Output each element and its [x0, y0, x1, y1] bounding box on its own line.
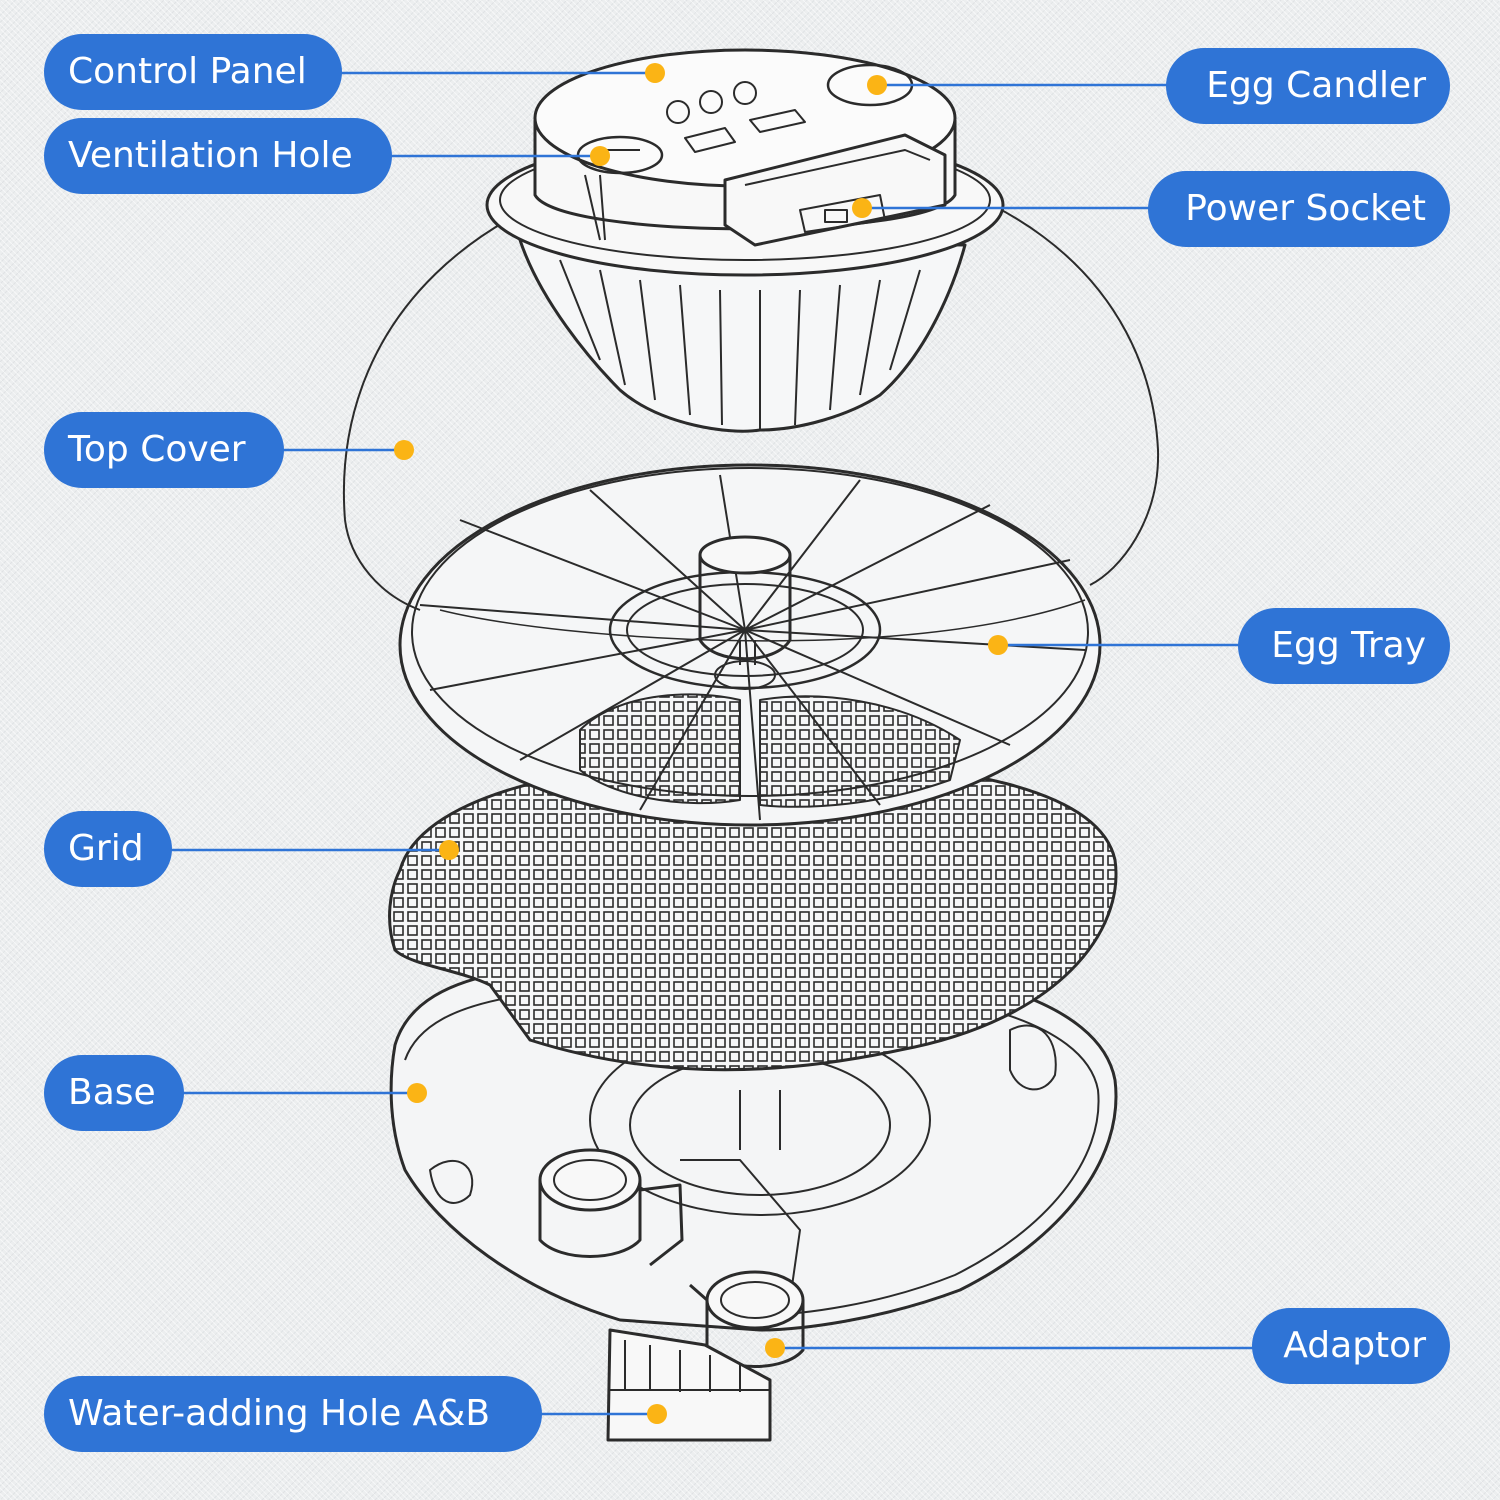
label-egg-tray: Egg Tray — [1238, 608, 1450, 684]
grid-illustration — [388, 758, 1118, 1072]
label-egg-candler: Egg Candler — [1166, 48, 1450, 124]
ventilation-hole-marker — [590, 146, 610, 166]
top-cover-marker — [394, 440, 414, 460]
egg-tray-illustration — [398, 463, 1102, 827]
base-marker — [407, 1083, 427, 1103]
control-panel-marker — [645, 63, 665, 83]
label-power-socket: Power Socket — [1148, 171, 1450, 247]
label-adaptor: Adaptor — [1252, 1308, 1450, 1384]
water-hole-marker — [647, 1404, 667, 1424]
grid-marker — [439, 840, 459, 860]
label-grid: Grid — [44, 811, 172, 887]
label-base: Base — [44, 1055, 184, 1131]
label-water-adding-hole: Water-adding Hole A&B — [44, 1376, 542, 1452]
power-socket-marker — [852, 198, 872, 218]
adaptor-marker — [765, 1338, 785, 1358]
label-top-cover: Top Cover — [44, 412, 284, 488]
label-ventilation-hole: Ventilation Hole — [44, 118, 392, 194]
egg-candler-marker — [867, 75, 887, 95]
egg-tray-marker — [988, 635, 1008, 655]
leader-lines — [160, 71, 1262, 1416]
label-control-panel: Control Panel — [44, 34, 342, 110]
control-unit-illustration — [485, 48, 1005, 433]
markers — [394, 63, 1008, 1424]
